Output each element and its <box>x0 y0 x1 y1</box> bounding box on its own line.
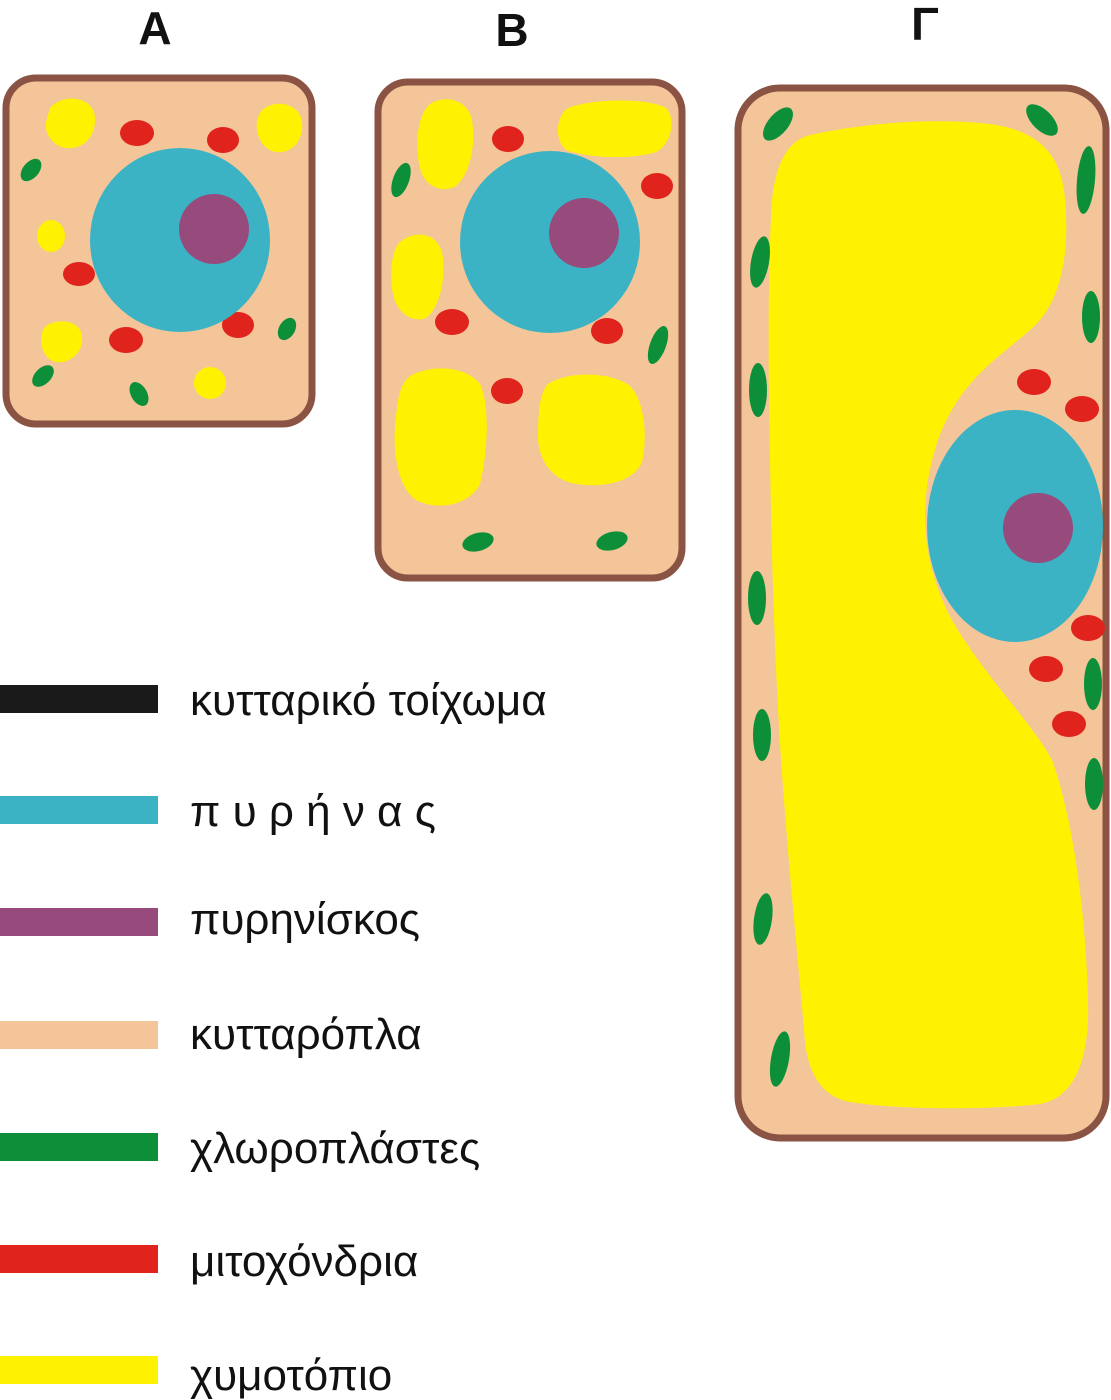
nucleolus <box>1003 493 1073 563</box>
mitochondrion <box>491 378 523 404</box>
legend-swatch-vacuole <box>0 1356 158 1384</box>
legend-swatch-mitochondria <box>0 1245 158 1273</box>
chloroplast <box>748 571 766 625</box>
chloroplast <box>749 363 767 417</box>
mitochondrion <box>109 327 143 353</box>
legend-swatch-cell-wall <box>0 685 158 713</box>
legend-swatch-chloroplasts <box>0 1133 158 1161</box>
cell-b <box>378 82 682 578</box>
vacuole <box>194 367 226 399</box>
legend-swatch-cytoplasm <box>0 1021 158 1049</box>
nucleolus <box>549 198 619 268</box>
cell-a <box>6 78 312 424</box>
legend: κυτταρικό τοίχωμα π υ ρ ή ν α ς πυρηνίσκ… <box>0 676 547 1400</box>
vacuole <box>395 368 487 505</box>
mitochondrion <box>1071 615 1105 641</box>
chloroplast <box>1085 758 1103 810</box>
legend-label-mitochondria: μιτοχόνδρια <box>190 1237 418 1286</box>
mitochondrion <box>1065 396 1099 422</box>
nucleolus <box>179 194 249 264</box>
mitochondrion <box>591 318 623 344</box>
vacuole <box>558 101 672 158</box>
chloroplast <box>1084 658 1102 710</box>
legend-swatch-nucleus <box>0 796 158 824</box>
chloroplast <box>1082 291 1100 343</box>
mitochondrion <box>1029 656 1063 682</box>
mitochondrion <box>207 127 239 153</box>
mitochondrion <box>492 126 524 152</box>
legend-label-cell-wall: κυτταρικό τοίχωμα <box>190 676 547 725</box>
vacuole <box>37 220 65 252</box>
cell-label-b: Β <box>495 4 528 56</box>
mitochondrion <box>641 173 673 199</box>
mitochondrion <box>63 262 95 286</box>
legend-label-chloroplasts: χλωροπλάστες <box>190 1124 480 1173</box>
mitochondrion <box>1052 711 1086 737</box>
legend-label-nucleolus: πυρηνίσκος <box>190 895 420 944</box>
cell-c <box>738 88 1106 1138</box>
cell-label-c: Γ <box>911 0 939 50</box>
mitochondrion <box>120 120 154 146</box>
legend-label-cytoplasm: κυτταρόπλα <box>190 1010 422 1059</box>
legend-label-nucleus: π υ ρ ή ν α ς <box>190 787 436 836</box>
legend-swatch-nucleolus <box>0 908 158 936</box>
mitochondrion <box>435 309 469 335</box>
cell-label-a: Α <box>138 2 171 54</box>
mitochondrion <box>1017 369 1051 395</box>
chloroplast <box>753 709 771 761</box>
legend-label-vacuole: χυμοτόπιο <box>190 1351 392 1400</box>
vacuole <box>538 374 645 485</box>
